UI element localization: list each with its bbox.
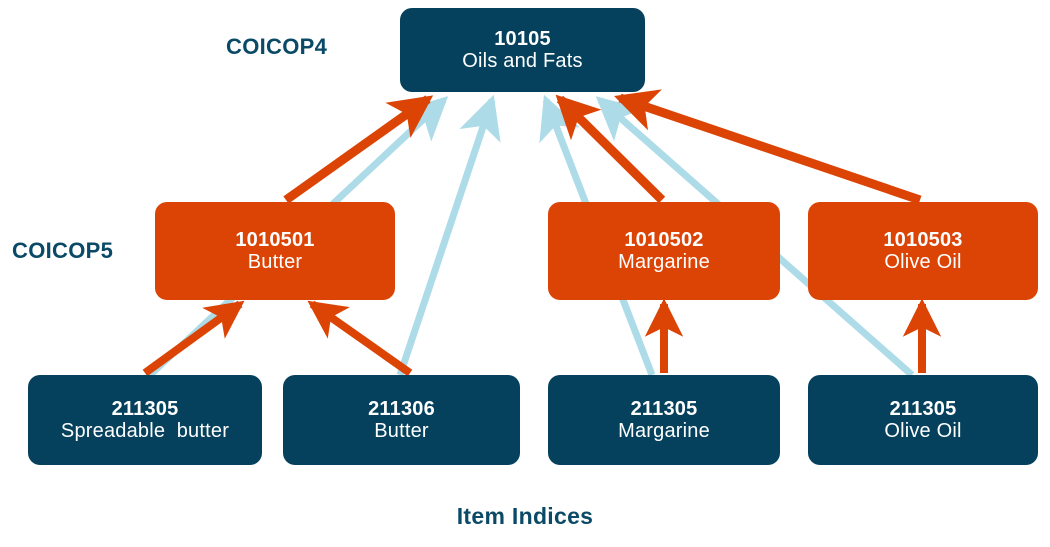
node-name: Butter: [374, 420, 429, 442]
node-coicop5-butter[interactable]: 1010501 Butter: [155, 202, 395, 300]
edge-butteritem-to-butter: [307, 300, 413, 377]
node-name: Spreadable butter: [60, 420, 230, 442]
node-code: 211305: [111, 397, 179, 420]
edge-oliveoil-to-oilsfats: [614, 89, 922, 205]
node-name: Oils and Fats: [462, 50, 583, 72]
node-name: Olive Oil: [884, 251, 962, 273]
node-coicop4-oils-and-fats[interactable]: 10105 Oils and Fats: [400, 8, 645, 92]
node-code: 10105: [494, 27, 551, 50]
node-code: 211305: [889, 397, 957, 420]
edge-margarine-to-oilsfats: [555, 94, 666, 204]
level-label-coicop4: COICOP4: [226, 34, 328, 59]
node-code: 211306: [368, 397, 435, 420]
node-item-butter[interactable]: 211306 Butter: [283, 375, 520, 465]
node-code: 211305: [630, 397, 698, 420]
node-coicop5-margarine[interactable]: 1010502 Margarine: [548, 202, 780, 300]
node-code: 1010503: [883, 228, 963, 251]
level-label-coicop5: COICOP5: [12, 238, 114, 263]
node-code: 1010501: [235, 228, 315, 251]
node-name: Olive Oil: [884, 420, 962, 442]
node-coicop5-olive-oil[interactable]: 1010503 Olive Oil: [808, 202, 1038, 300]
node-item-olive-oil[interactable]: 211305 Olive Oil: [808, 375, 1038, 465]
edge-butteritem-to-oilsfats: [396, 94, 501, 377]
footer-label-item-indices: Item Indices: [456, 503, 594, 529]
node-item-margarine[interactable]: 211305 Margarine: [548, 375, 780, 465]
node-code: 1010502: [624, 228, 704, 251]
node-item-spreadable-butter[interactable]: 211305 Spreadable butter: [28, 375, 262, 465]
node-name: Margarine: [618, 420, 710, 442]
edge-butter-to-oilsfats: [283, 95, 434, 204]
edge-spreadable-to-butter: [142, 300, 245, 377]
node-name: Margarine: [618, 251, 710, 273]
node-name: Butter: [247, 251, 303, 273]
